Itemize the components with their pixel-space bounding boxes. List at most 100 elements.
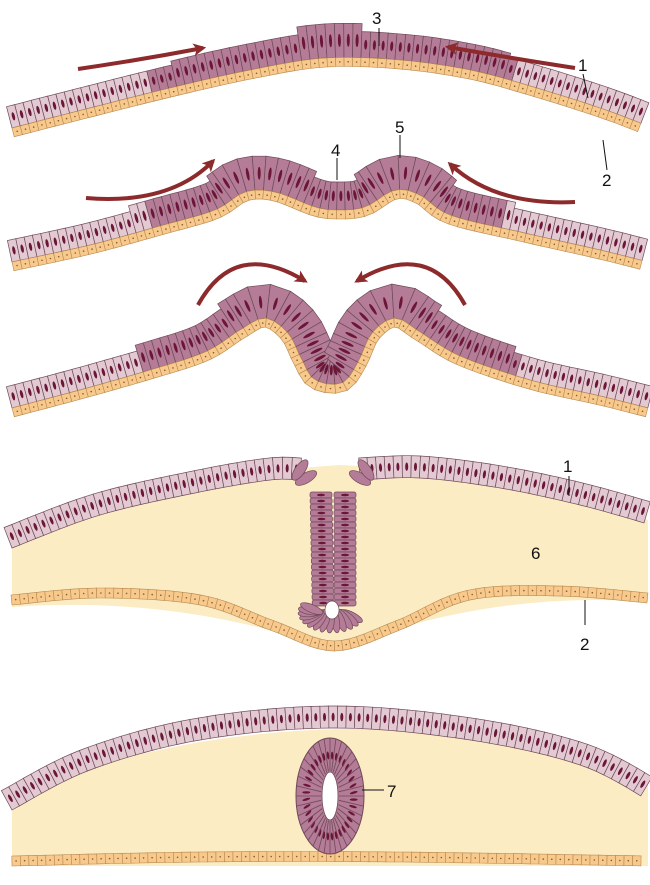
endoderm-nucleus	[314, 211, 316, 213]
endoderm-nucleus	[479, 227, 481, 229]
endoderm-nucleus	[180, 365, 182, 367]
endoderm-nucleus	[441, 857, 443, 859]
endoderm-nucleus	[116, 242, 118, 244]
nucleus	[341, 542, 349, 544]
endoderm-nucleus	[636, 860, 638, 862]
endoderm-nucleus	[16, 131, 18, 133]
endoderm-nucleus	[537, 240, 539, 242]
endoderm-nucleus	[373, 62, 375, 64]
endoderm-nucleus	[305, 375, 307, 377]
endoderm-nucleus	[141, 235, 143, 237]
endoderm-nucleus	[126, 857, 128, 859]
endoderm-nucleus	[489, 591, 491, 593]
endoderm-nucleus	[99, 246, 101, 248]
endoderm-nucleus	[66, 398, 68, 400]
endoderm-nucleus	[268, 323, 270, 325]
endoderm-nucleus	[296, 359, 298, 361]
endoderm-nucleus	[109, 858, 111, 860]
endoderm-nucleus	[555, 98, 557, 100]
endoderm-nucleus	[353, 642, 355, 644]
endoderm-nucleus	[249, 329, 251, 331]
epithelial-sheet	[6, 284, 650, 417]
endoderm-nucleus	[497, 591, 499, 593]
nucleus	[341, 578, 349, 580]
endoderm-nucleus	[551, 389, 553, 391]
endoderm-nucleus	[282, 198, 284, 200]
endoderm-nucleus	[628, 261, 630, 263]
endoderm-nucleus	[330, 388, 332, 390]
endoderm-nucleus	[194, 598, 196, 600]
endoderm-nucleus	[423, 613, 425, 615]
endoderm-nucleus	[430, 609, 432, 611]
endoderm-nucleus	[423, 66, 425, 68]
endoderm-nucleus	[501, 375, 503, 377]
endoderm-nucleus	[181, 89, 183, 91]
endoderm-nucleus	[437, 213, 439, 215]
endoderm-nucleus	[520, 236, 522, 238]
endoderm-nucleus	[99, 389, 101, 391]
endoderm-nucleus	[148, 374, 150, 376]
endoderm-nucleus	[260, 620, 262, 622]
endoderm-nucleus	[223, 79, 225, 81]
endoderm-nucleus	[228, 343, 230, 345]
endoderm-nucleus	[25, 408, 27, 410]
endoderm-nucleus	[272, 69, 274, 71]
endoderm-nucleus	[82, 393, 84, 395]
endoderm-nucleus	[483, 857, 485, 859]
endoderm-nucleus	[156, 372, 158, 374]
endoderm-nucleus	[203, 600, 205, 602]
stage-neural-plate: 3 1 2	[7, 9, 649, 190]
endoderm-nucleus	[305, 208, 307, 210]
endoderm-nucleus	[287, 856, 289, 858]
nucleus	[319, 596, 327, 598]
nucleus	[317, 512, 325, 514]
endoderm-nucleus	[568, 859, 570, 861]
endoderm-nucleus	[33, 406, 35, 408]
endoderm-nucleus	[500, 858, 502, 860]
endoderm-nucleus	[611, 860, 613, 862]
endoderm-nucleus	[156, 95, 158, 97]
endoderm-nucleus	[549, 590, 551, 592]
endoderm-nucleus	[438, 349, 440, 351]
endoderm-nucleus	[213, 352, 215, 354]
endoderm-nucleus	[220, 347, 222, 349]
endoderm-nucleus	[262, 856, 264, 858]
endoderm-nucleus	[91, 112, 93, 114]
endoderm-nucleus	[384, 630, 386, 632]
endoderm-nucleus	[331, 214, 333, 216]
endoderm-nucleus	[228, 607, 230, 609]
endoderm-nucleus	[331, 61, 333, 63]
nucleus	[341, 512, 349, 514]
endoderm-nucleus	[370, 344, 372, 346]
endoderm-nucleus	[554, 244, 556, 246]
endoderm-nucleus	[202, 856, 204, 858]
endoderm-nucleus	[384, 326, 386, 328]
endoderm-nucleus	[41, 124, 43, 126]
nucleus	[341, 530, 349, 532]
endoderm-nucleus	[538, 93, 540, 95]
endoderm-nucleus	[545, 242, 547, 244]
endoderm-nucleus	[410, 195, 412, 197]
endoderm-nucleus	[289, 66, 291, 68]
endoderm-nucleus	[543, 858, 545, 860]
endoderm-nucleus	[297, 65, 299, 67]
nucleus	[318, 554, 326, 556]
endoderm-nucleus	[258, 194, 260, 196]
endoderm-nucleus	[140, 99, 142, 101]
endoderm-nucleus	[90, 391, 92, 393]
endoderm-nucleus	[566, 590, 568, 592]
endoderm-nucleus	[477, 367, 479, 369]
endoderm-nucleus	[359, 367, 361, 369]
nucleus	[318, 566, 326, 568]
endoderm-nucleus	[143, 593, 145, 595]
endoderm-nucleus	[123, 382, 125, 384]
endoderm-nucleus	[41, 860, 43, 862]
endoderm-nucleus	[392, 627, 394, 629]
endoderm-nucleus	[66, 594, 68, 596]
endoderm-nucleus	[185, 856, 187, 858]
endoderm-nucleus	[256, 73, 258, 75]
endoderm-nucleus	[214, 81, 216, 83]
endoderm-nucleus	[448, 70, 450, 72]
endoderm-nucleus	[223, 210, 225, 212]
endoderm-nucleus	[50, 258, 52, 260]
